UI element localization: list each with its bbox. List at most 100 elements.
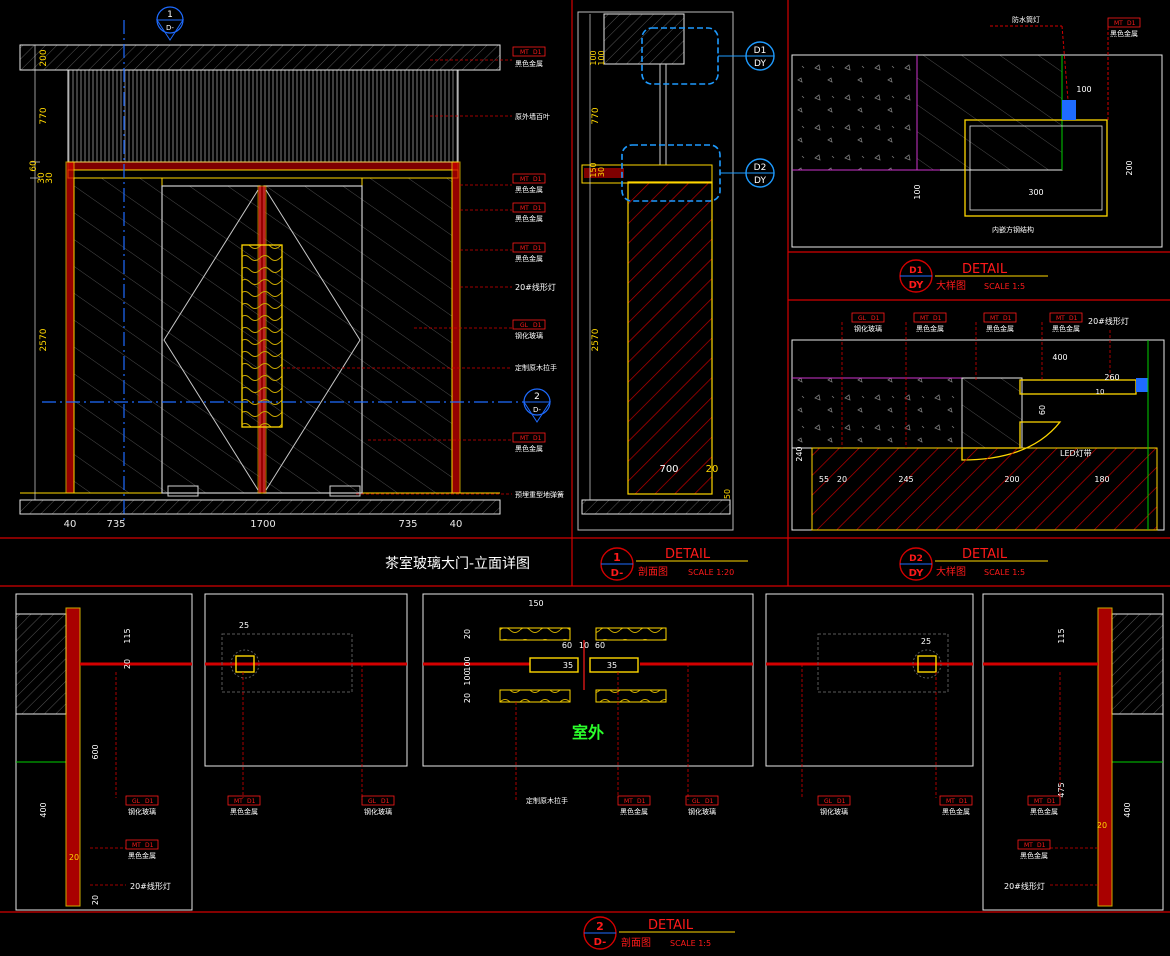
plan-tag-9-code: MT [1034, 798, 1043, 805]
elev-tag-3-code: MT [520, 205, 529, 212]
plan-tag-5-material: 黑色金属 [620, 807, 648, 816]
sec1-title-scale: SCALE 1:20 [688, 568, 734, 577]
elev-dim-h-1: 735 [106, 519, 125, 530]
plan-tag-7-material: 钢化玻璃 [820, 807, 848, 816]
d2-dim-6: 245 [898, 475, 913, 484]
plan-tag-2-code: MT [132, 842, 141, 849]
elev-dim-h-2: 1700 [250, 519, 275, 530]
plan-title-detail: DETAIL [648, 918, 694, 933]
d2-tag-1-code: GL [858, 315, 867, 322]
d1-label-waterproof: 防水筒灯 [1012, 15, 1040, 24]
d2-tag-1-sheet: D1 [871, 315, 880, 322]
plan-tag-9-material: 黑色金属 [1030, 807, 1058, 816]
plan-tag-6-code: GL [692, 798, 701, 805]
plan-dim-side-1: 20 [123, 659, 132, 669]
plan-title-block: 2 D- DETAIL 剖面图 SCALE 1:5 [583, 916, 735, 950]
plan-title-number: 2 [596, 920, 604, 933]
elev-tag-1: MT D1 黑色金属 [512, 46, 546, 68]
plan-title-scale: SCALE 1:5 [670, 939, 711, 948]
elev-label-floor-spring: 预埋重型地弹簧 [515, 490, 564, 499]
d2-dim-1: 260 [1104, 373, 1119, 382]
plan-dim-top-11: 25 [921, 637, 931, 646]
plan-tag-5-sheet: D1 [637, 798, 646, 805]
d1-tag: MT D1 黑色金属 [1107, 17, 1141, 38]
elev-tag-5-code: GL [520, 322, 529, 329]
d1-tag-sheet: D1 [1127, 20, 1136, 27]
d2-dim-5: 20 [837, 475, 847, 484]
d2-tag-3-code: MT [990, 315, 999, 322]
plan-dim-side-8: 400 [1123, 802, 1132, 817]
sec1-title-kind: 剖面图 [638, 565, 668, 578]
plan-label-led-right: 20#线形灯 [1004, 881, 1045, 891]
plan-title-sheet: D- [594, 937, 607, 948]
sec1-dim-v-2: 770 [591, 107, 601, 124]
sec1-dim-h-2: 50 [723, 489, 732, 499]
plan-dim-top-1: 25 [239, 621, 249, 630]
d2-dim-2: 10 [1096, 388, 1105, 396]
plan-dim-top-4: 60 [562, 641, 572, 650]
detail-d1-view: 防水筒灯 MT D1 黑色金属 100 200 300 100 内嵌方钢结构 D… [791, 15, 1163, 293]
section-1-view: D1 DY D2 DY 100 100 770 150 30 2570 700 … [577, 11, 775, 581]
d1-dim-1: 200 [1125, 160, 1134, 175]
d2-dim-0: 400 [1052, 353, 1067, 362]
elev-tag-1-code: MT [520, 49, 529, 56]
sec1-dim-v-4: 30 [597, 167, 606, 177]
plan-dim-side-2: 600 [91, 744, 100, 759]
elev-label-handle: 定制原木拉手 [515, 363, 557, 372]
plan-tag-4-sheet: D1 [381, 798, 390, 805]
elev-dim-v-5: 2570 [39, 328, 49, 351]
d1-title-kind: 大样图 [936, 279, 966, 292]
sec1-dim-v-3: 150 [589, 162, 598, 177]
sec1-title-block: 1 D- DETAIL 剖面图 SCALE 1:20 [600, 547, 748, 581]
elev-tag-2-code: MT [520, 176, 529, 183]
sec1-dim-h-0: 700 [659, 464, 678, 475]
plan-tag-6-material: 钢化玻璃 [688, 807, 716, 816]
elev-dim-v-1: 770 [39, 107, 49, 124]
plan-tag-1-code: GL [132, 798, 141, 805]
elev-tag-4-code: MT [520, 245, 529, 252]
plan-tag-9-sheet: D1 [1047, 798, 1056, 805]
section-marker-2[interactable]: 2 D- [523, 388, 551, 423]
plan-tag-10-code: MT [1024, 842, 1033, 849]
d1-title-number: D1 [909, 266, 923, 276]
d2-tag-3-material: 黑色金属 [986, 324, 1014, 333]
elev-dim-v-0: 200 [39, 49, 49, 66]
plan-dim-side-9: 20 [1097, 821, 1107, 830]
d2-title-block: D2 DY DETAIL 大样图 SCALE 1:5 [899, 547, 1048, 581]
sec1-title-number: 1 [613, 551, 621, 564]
callout-d1-sheet: DY [754, 59, 766, 69]
plan-label-led-left: 20#线形灯 [130, 881, 171, 891]
plan-dim-side-5: 20 [91, 895, 100, 905]
sec1-dim-h-1: 20 [706, 464, 719, 475]
plan-tag-8-code: MT [946, 798, 955, 805]
plan-dim-side-0: 115 [123, 628, 132, 643]
sec1-dim-v-5: 2570 [591, 328, 601, 351]
plan-label-handle: 定制原木拉手 [526, 796, 568, 805]
callout-d2[interactable]: D2 DY [745, 158, 775, 188]
plan-dim-side-7: 475 [1057, 782, 1066, 797]
elev-label-louver: 原外墙百叶 [515, 112, 550, 121]
plan-dim-top-2: 20 [463, 629, 472, 639]
plan-tag-5-code: MT [624, 798, 633, 805]
d1-tag-material: 黑色金属 [1110, 29, 1138, 38]
elev-tag-6: MT D1 黑色金属 [512, 432, 546, 453]
section-marker-1[interactable]: 1 D- [156, 6, 184, 41]
elev-dim-h-4: 40 [450, 519, 463, 530]
sec1-dim-v-1: 100 [597, 50, 606, 65]
elev-dim-v-4: 30 [45, 172, 55, 184]
callout-d2-number: D2 [754, 163, 767, 173]
plan-tag-3-sheet: D1 [247, 798, 256, 805]
plan-dim-top-10: 100 [463, 670, 472, 685]
callout-d1[interactable]: D1 DY [745, 41, 775, 71]
plan-tag-7-code: GL [824, 798, 833, 805]
plan-dim-side-3: 400 [39, 802, 48, 817]
elev-dim-v-3: 30 [37, 172, 47, 184]
elev-tag-2: MT D1 黑色金属 [512, 173, 546, 194]
plan-section-2-view: 室外 150 25 20 100 60 10 60 35 35 20 100 2… [15, 593, 1164, 950]
section-marker-2-number: 2 [534, 392, 540, 402]
plan-tag-1-material: 钢化玻璃 [128, 807, 156, 816]
plan-dim-top-5: 10 [579, 641, 589, 650]
callout-d2-sheet: DY [754, 176, 766, 186]
plan-tag-10-sheet: D1 [1037, 842, 1046, 849]
plan-tag-3-material: 黑色金属 [230, 807, 258, 816]
